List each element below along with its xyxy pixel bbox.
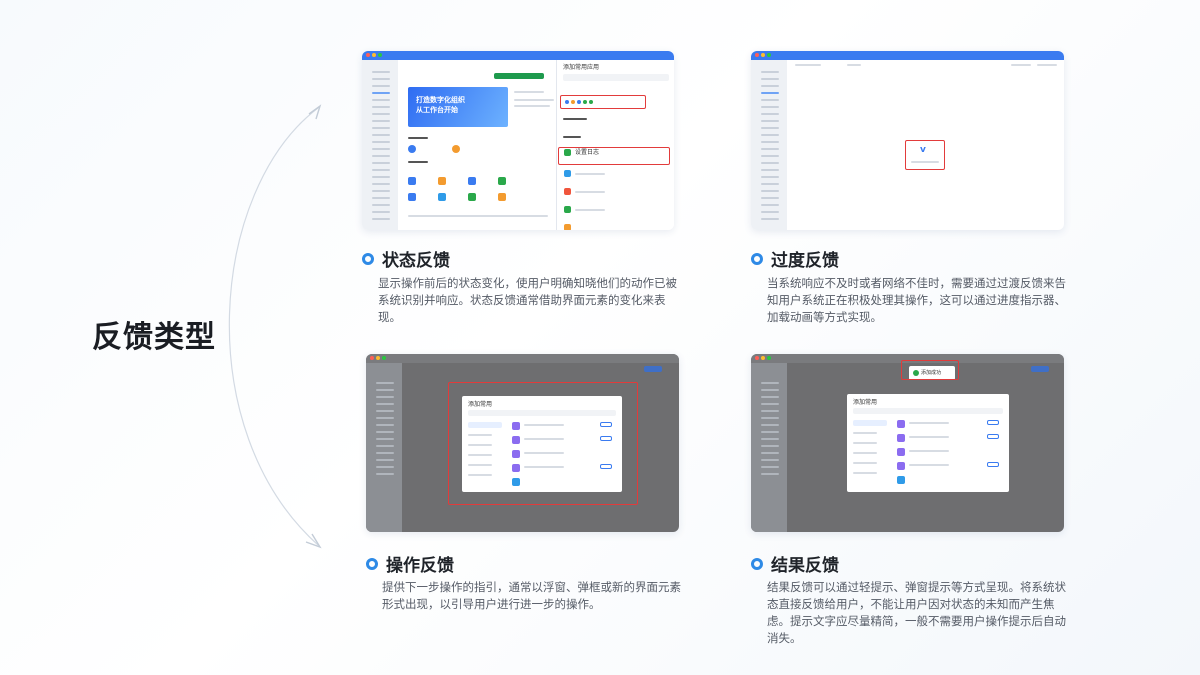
transition-feedback-screenshot: v bbox=[751, 51, 1064, 230]
status-feedback-description: 显示操作前后的状态变化，使用户明确知晓他们的动作已被系统识别并响应。状态反馈通常… bbox=[378, 276, 677, 324]
highlight-box bbox=[905, 140, 945, 170]
page-title: 反馈类型 bbox=[92, 320, 216, 355]
add-apps-dialog: 添加常用 bbox=[847, 394, 1009, 492]
banner-line-2: 从工作台开始 bbox=[416, 106, 458, 114]
banner-line-1: 打造数字化组织 bbox=[416, 96, 465, 104]
bullet-ring-icon bbox=[362, 252, 374, 265]
loading-logo-icon: v bbox=[920, 145, 926, 155]
loading-indicator: v bbox=[905, 140, 945, 170]
highlight-box bbox=[558, 147, 670, 165]
bullet-ring-icon bbox=[366, 557, 378, 570]
bullet-ring-icon bbox=[751, 252, 763, 265]
app-name: 设置日志 bbox=[575, 149, 600, 156]
transition-feedback-description: 当系统响应不及时或者网络不佳时，需要通过过渡反馈来告知用户系统正在积极处理其操作… bbox=[767, 276, 1066, 324]
dialog-title: 添加常用 bbox=[853, 399, 878, 406]
highlight-box bbox=[560, 95, 646, 109]
status-feedback-screenshot: 打造数字化组织 从工作台开始 添加常用应用 设置日志 bbox=[362, 51, 674, 230]
operation-feedback-heading: 操作反馈 bbox=[366, 551, 454, 576]
toast-text: 添加成功 bbox=[921, 370, 942, 376]
dialog-title: 添加常用 bbox=[468, 401, 493, 408]
add-apps-panel: 添加常用应用 设置日志 bbox=[556, 60, 674, 230]
operation-feedback-screenshot: 添加常用 bbox=[366, 354, 679, 532]
operation-feedback-description: 提供下一步操作的指引，通常以浮窗、弹框或新的界面元素形式出现，以引导用户进行进一… bbox=[382, 580, 681, 611]
panel-title: 添加常用应用 bbox=[563, 64, 600, 71]
workbench-banner: 打造数字化组织 从工作台开始 bbox=[408, 87, 508, 127]
status-feedback-heading: 状态反馈 bbox=[362, 246, 450, 271]
highlight-box bbox=[448, 382, 638, 505]
add-apps-dialog: 添加常用 bbox=[462, 396, 622, 492]
success-check-icon bbox=[913, 370, 919, 376]
transition-feedback-heading: 过度反馈 bbox=[751, 246, 839, 271]
highlight-box bbox=[901, 360, 959, 380]
bullet-ring-icon bbox=[751, 557, 763, 570]
result-feedback-screenshot: 添加成功 添加常用 bbox=[751, 354, 1064, 532]
arrow-up-icon bbox=[308, 104, 322, 120]
arrow-down-icon bbox=[305, 533, 322, 549]
result-feedback-description: 结果反馈可以通过轻提示、弹窗提示等方式呈现。将系统状态直接反馈给用户，不能让用户… bbox=[767, 580, 1066, 645]
result-feedback-heading: 结果反馈 bbox=[751, 551, 839, 576]
success-toast: 添加成功 bbox=[909, 366, 955, 380]
